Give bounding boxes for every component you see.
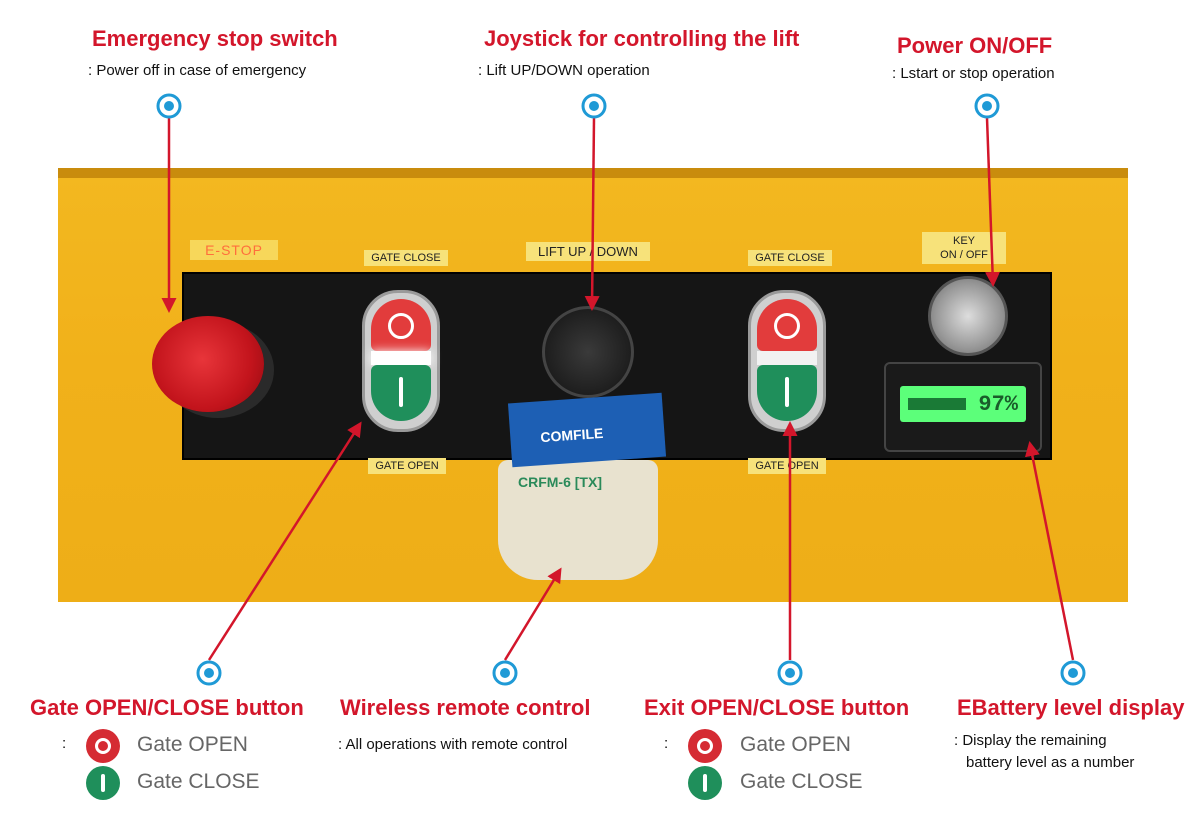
exit-open-red-button[interactable] <box>757 299 817 351</box>
gate-close-tag-2: GATE CLOSE <box>748 250 832 266</box>
power-desc: : Lstart or stop operation <box>892 65 1055 82</box>
marker-icon <box>1060 660 1086 686</box>
battery-lcd: 97% <box>900 386 1026 422</box>
estop-tag: E-STOP <box>190 240 278 260</box>
exit-indicator-light <box>757 351 817 365</box>
gate-leader <box>207 421 362 661</box>
gate-open-red-button[interactable] <box>371 299 431 351</box>
gate-open-tag-2: GATE OPEN <box>748 458 826 474</box>
power-title: Power ON/OFF <box>897 33 1053 58</box>
gate-open-text: Gate OPEN <box>137 733 248 756</box>
exit-open-close-button[interactable] <box>748 290 826 432</box>
exit-button-title: Exit OPEN/CLOSE button <box>644 695 910 720</box>
gate-close-text: Gate CLOSE <box>137 770 260 793</box>
marker-icon <box>492 660 518 686</box>
marker-icon <box>156 93 182 119</box>
marker-icon <box>777 660 803 686</box>
close-bar-icon <box>86 766 120 800</box>
exit-close-text: Gate CLOSE <box>740 770 863 793</box>
close-bar-icon <box>688 766 722 800</box>
emergency-stop-title: Emergency stop switch <box>92 26 338 51</box>
close-bar-icon <box>399 377 403 407</box>
key-tag-line2: ON / OFF <box>940 249 988 261</box>
key-tag-line1: KEY <box>952 235 975 247</box>
gate-close-tag-1: GATE CLOSE <box>364 250 448 266</box>
open-circle-icon <box>86 729 120 763</box>
battery-bar-icon <box>908 398 966 410</box>
battery-title: EBattery level display <box>957 695 1185 720</box>
exit-colon: : <box>664 735 669 752</box>
remote-bag: CRFM-6 [TX] <box>498 460 658 580</box>
lift-control-panel-photo: E-STOP GATE CLOSE LIFT UP / DOWN GATE CL… <box>58 168 1128 602</box>
remote-leader <box>503 567 562 661</box>
gate-indicator-light <box>371 351 431 365</box>
open-circle-icon <box>388 313 414 339</box>
remote-model-label: CRFM-6 [TX] <box>518 474 602 490</box>
marker-icon <box>196 660 222 686</box>
gate-open-close-button[interactable] <box>362 290 440 432</box>
marker-icon <box>974 93 1000 119</box>
power-key-switch[interactable] <box>928 276 1008 356</box>
battery-level-display: 97% <box>884 362 1042 452</box>
marker-icon <box>581 93 607 119</box>
open-circle-icon <box>774 313 800 339</box>
joystick-leader <box>584 117 600 311</box>
exit-open-text: Gate OPEN <box>740 733 851 756</box>
lift-tag: LIFT UP / DOWN <box>526 242 650 261</box>
battery-desc-1: : Display the remaining <box>954 732 1107 749</box>
close-bar-icon <box>785 377 789 407</box>
markers <box>156 93 1086 686</box>
joystick-title: Joystick for controlling the lift <box>484 26 800 51</box>
gate-close-green-button[interactable] <box>371 365 431 421</box>
exit-close-green-button[interactable] <box>757 365 817 421</box>
open-circle-icon <box>688 729 722 763</box>
power-leader <box>985 117 1001 287</box>
battery-desc-2: battery level as a number <box>966 754 1135 771</box>
battery-leader <box>1024 441 1075 661</box>
remote-title: Wireless remote control <box>340 695 591 720</box>
gate-open-tag-1: GATE OPEN <box>368 458 446 474</box>
remote-desc: : All operations with remote control <box>338 736 568 753</box>
emergency-stop-switch[interactable] <box>152 316 264 412</box>
gate-colon: : <box>62 735 67 752</box>
battery-value: 97% <box>978 392 1018 417</box>
gate-button-title: Gate OPEN/CLOSE button <box>30 695 304 720</box>
emergency-stop-desc: : Power off in case of emergency <box>88 62 307 79</box>
joystick-desc: : Lift UP/DOWN operation <box>478 62 650 79</box>
